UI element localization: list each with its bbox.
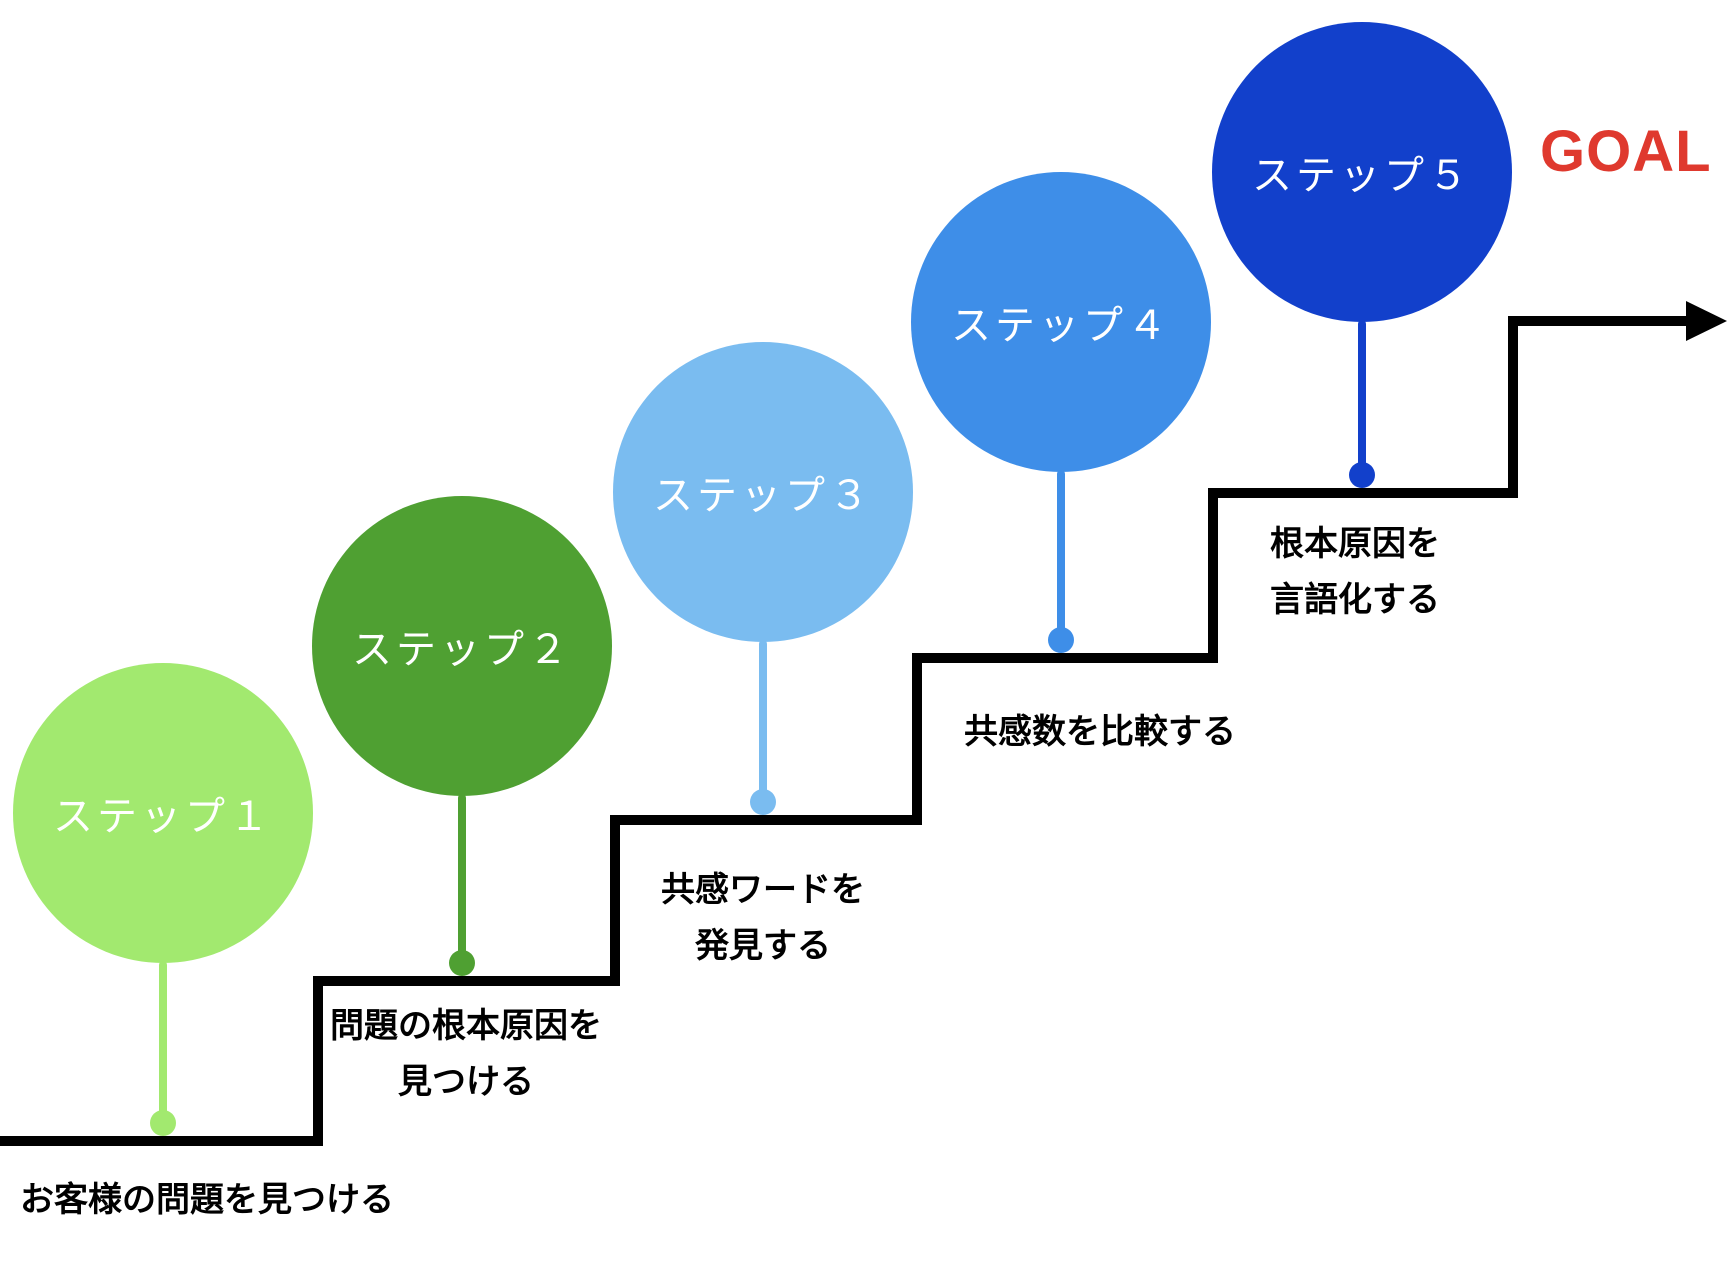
step-5-circle: ステップ５: [1212, 22, 1512, 322]
step-2-stem: [458, 794, 466, 963]
staircase-path: [0, 316, 1692, 1146]
step-3-description: 共感ワードを 発見する: [661, 871, 865, 965]
step-5-stem: [1358, 320, 1366, 475]
step-1-description: お客様の問題を見つける: [20, 1181, 394, 1219]
step-2-label: ステップ２: [352, 628, 572, 672]
step-3-stem: [759, 640, 767, 802]
step-5-pin: [1349, 462, 1375, 488]
step-3-pin: [750, 789, 776, 815]
step-1-stem: [159, 961, 167, 1123]
step-4-description: 共感数を比較する: [964, 713, 1236, 751]
step-4-stem: [1057, 470, 1065, 640]
step-4-pin: [1048, 627, 1074, 653]
step-5-label: ステップ５: [1252, 154, 1472, 198]
step-3-label: ステップ３: [653, 474, 873, 518]
step-4-circle: ステップ４: [911, 172, 1211, 472]
step-1-label: ステップ１: [53, 795, 273, 839]
goal-label: GOAL: [1540, 119, 1712, 184]
step-1-pin: [150, 1110, 176, 1136]
step-5-description: 根本原因を 言語化する: [1270, 525, 1440, 619]
step-1-circle: ステップ１: [13, 663, 313, 963]
step-2-circle: ステップ２: [312, 496, 612, 796]
arrow-right-icon: [1686, 301, 1727, 341]
step-2-pin: [449, 950, 475, 976]
step-2-description: 問題の根本原因を 見つける: [330, 1007, 602, 1101]
step-3-circle: ステップ３: [613, 342, 913, 642]
step-4-label: ステップ４: [951, 304, 1171, 348]
